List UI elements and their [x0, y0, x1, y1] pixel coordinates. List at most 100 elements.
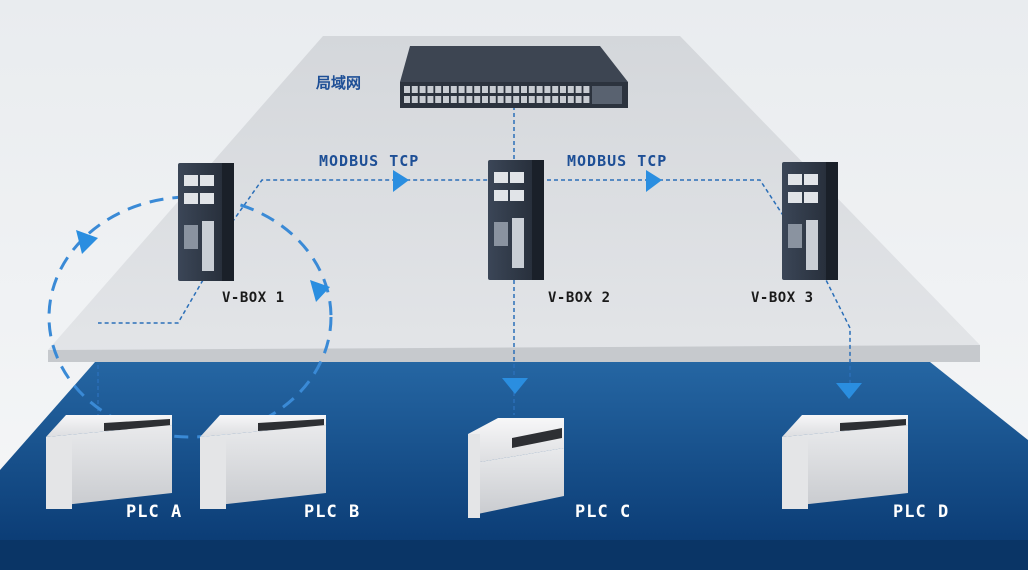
- switch-port: [521, 96, 527, 103]
- switch-port: [544, 96, 551, 103]
- switch-port: [458, 86, 465, 93]
- switch-port: [513, 86, 520, 93]
- switch-port: [466, 96, 473, 103]
- vbox-3: [782, 162, 838, 280]
- switch-port: [497, 96, 504, 103]
- arrow-down-plc-c: [502, 378, 528, 394]
- switch-port: [583, 96, 590, 103]
- switch-ports: [404, 86, 590, 103]
- plc-a-label: PLC A: [126, 502, 183, 522]
- vbox-ethernet-port: [804, 192, 818, 203]
- link-vbox2-vbox3: [540, 179, 791, 227]
- vbox-ethernet-port: [510, 172, 524, 183]
- switch-port: [528, 96, 535, 103]
- switch-port: [427, 96, 434, 103]
- switch-port: [450, 96, 457, 103]
- plc-a: [46, 415, 172, 509]
- switch-port: [583, 86, 590, 93]
- switch-port: [497, 86, 504, 93]
- switch-port: [404, 86, 410, 93]
- arrow-down-plc-d: [836, 383, 862, 399]
- plc-d: [782, 415, 908, 509]
- vbox-1: [178, 163, 234, 281]
- plc-black-strip: [512, 428, 562, 448]
- switch-port: [411, 96, 418, 103]
- switch-port: [419, 96, 426, 103]
- switch-port: [552, 96, 559, 103]
- arrow-right-1: [393, 170, 409, 192]
- vbox-ethernet-port: [200, 175, 214, 186]
- plc-front: [782, 425, 908, 507]
- floor-edge: [0, 540, 1028, 570]
- vbox-terminal-block: [806, 220, 818, 270]
- loop-arc: [47, 195, 333, 439]
- plc-front: [200, 425, 326, 507]
- vbox-ethernet-port: [200, 193, 214, 204]
- switch-port: [567, 86, 574, 93]
- switch-port: [482, 96, 488, 103]
- network-switch: [400, 46, 628, 108]
- plc-d-label: PLC D: [893, 502, 950, 522]
- vbox-ethernet-port: [788, 174, 802, 185]
- plc-side: [782, 437, 808, 509]
- switch-port: [489, 86, 496, 93]
- plc-c-label: PLC C: [575, 502, 632, 522]
- switch-port: [567, 96, 574, 103]
- switch-port: [536, 86, 543, 93]
- vbox-serial-port: [184, 225, 198, 249]
- vbox-side: [222, 163, 234, 281]
- switch-port: [411, 86, 418, 93]
- plc-side: [46, 437, 72, 509]
- plc-c: [468, 418, 564, 518]
- loop-arrow-left: [76, 230, 98, 254]
- vbox-ethernet-port: [494, 190, 508, 201]
- vbox-2: [488, 160, 544, 280]
- vbox-side: [826, 162, 838, 280]
- loop-arrow-right: [310, 280, 330, 302]
- vbox-2-label: V-BOX 2: [548, 290, 611, 306]
- vbox-serial-port: [788, 224, 802, 248]
- vbox3-to-plc-d: [819, 267, 851, 390]
- switch-port: [521, 86, 527, 93]
- vbox-terminal-block: [512, 218, 524, 268]
- switch-port: [474, 96, 481, 103]
- plc-side: [468, 434, 480, 518]
- vbox-ethernet-port: [788, 192, 802, 203]
- switch-port: [458, 96, 465, 103]
- vbox-ethernet-port: [494, 172, 508, 183]
- switch-port: [466, 86, 473, 93]
- arrow-right-2: [646, 170, 662, 192]
- switch-port: [552, 86, 559, 93]
- plc-b: [200, 415, 326, 509]
- switch-port: [482, 86, 488, 93]
- link-vbox1-vbox2: [227, 179, 492, 229]
- switch-port: [474, 86, 481, 93]
- switch-port: [443, 86, 449, 93]
- switch-port: [505, 86, 512, 93]
- switch-port: [435, 96, 442, 103]
- plc-side: [200, 437, 226, 509]
- plc-b-label: PLC B: [304, 502, 361, 522]
- switch-port: [536, 96, 543, 103]
- switch-port: [575, 86, 582, 93]
- switch-port: [427, 86, 434, 93]
- vbox-3-label: V-BOX 3: [751, 290, 814, 306]
- switch-port: [575, 96, 582, 103]
- switch-port: [435, 86, 442, 93]
- vbox-serial-port: [494, 222, 508, 246]
- switch-sfp: [592, 86, 622, 104]
- switch-port: [560, 86, 566, 93]
- vbox1-to-plcs: [98, 267, 211, 324]
- vbox-side: [532, 160, 544, 280]
- protocol-label-1: MODBUS TCP: [319, 152, 420, 170]
- switch-port: [489, 96, 496, 103]
- switch-port: [513, 96, 520, 103]
- vbox-1-label: V-BOX 1: [222, 290, 285, 306]
- switch-port: [443, 96, 449, 103]
- lan-label: 局域网: [316, 74, 362, 92]
- vbox-ethernet-port: [510, 190, 524, 201]
- switch-port: [450, 86, 457, 93]
- plc-front: [468, 448, 564, 516]
- switch-port: [419, 86, 426, 93]
